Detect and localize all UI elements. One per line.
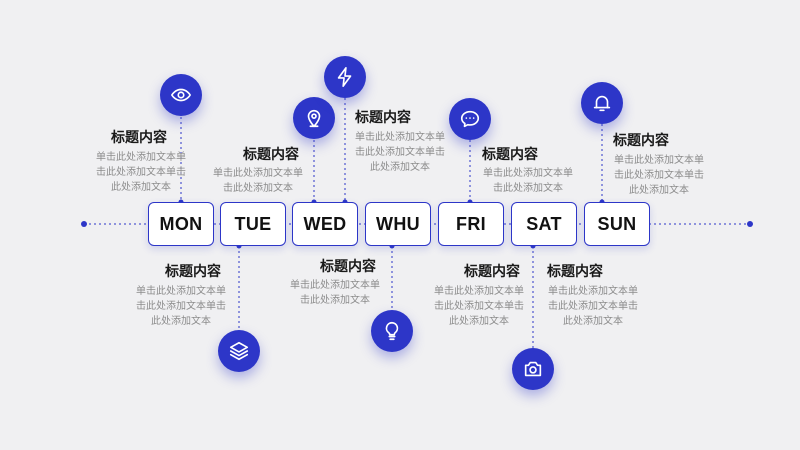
layers-icon [229, 341, 249, 361]
item-desc-tue: 单击此处添加文本单击此处添加文本单击此处添加文本 [136, 286, 226, 327]
eye-icon [171, 88, 191, 102]
item-title-sat: 标题内容 [547, 264, 603, 280]
item-desc-fri: 单击此处添加文本单击此处添加文本 [483, 168, 573, 194]
item-title-whu: 标题内容 [320, 259, 376, 275]
item-title-sun: 标题内容 [613, 133, 669, 149]
eye-icon-circle [160, 74, 202, 116]
day-box-sun: SUN [584, 202, 650, 246]
bell-icon [593, 95, 611, 112]
item-title-wed-bolt: 标题内容 [355, 110, 411, 126]
item-title-fri: 标题内容 [482, 147, 538, 163]
day-box-sat: SAT [511, 202, 577, 246]
item-desc-whu: 单击此处添加文本单击此处添加文本 [290, 280, 380, 306]
item-desc-wed-bolt: 单击此处添加文本单击此处添加文本单击此处添加文本 [355, 132, 445, 173]
item-desc-sat: 单击此处添加文本单击此处添加文本单击此处添加文本 [548, 286, 638, 327]
camera-icon [524, 361, 542, 377]
layers-icon-circle [218, 330, 260, 372]
item-title-wed-pin: 标题内容 [243, 147, 299, 163]
day-box-mon: MON [148, 202, 214, 246]
day-box-wed: WED [292, 202, 358, 246]
item-desc-sun: 单击此处添加文本单击此处添加文本单击此处添加文本 [614, 155, 704, 196]
item-title-tue: 标题内容 [165, 264, 221, 280]
chat-icon-circle [449, 98, 491, 140]
item-title-fri-lower: 标题内容 [464, 264, 520, 280]
item-desc-mon: 单击此处添加文本单击此处添加文本单击此处添加文本 [96, 152, 186, 193]
location-pin-icon [307, 109, 321, 128]
chat-icon [460, 110, 480, 128]
lightning-icon [337, 67, 352, 87]
day-box-tue: TUE [220, 202, 286, 246]
item-desc-fri-lower: 单击此处添加文本单击此处添加文本单击此处添加文本 [434, 286, 524, 327]
item-desc-wed-pin: 单击此处添加文本单击此处添加文本 [213, 168, 303, 194]
day-box-fri: FRI [438, 202, 504, 246]
day-box-whu: WHU [365, 202, 431, 246]
axis-end-dot-left [81, 221, 87, 227]
lightbulb-icon [385, 321, 399, 341]
location-pin-icon-circle [293, 97, 335, 139]
lightbulb-icon-circle [371, 310, 413, 352]
camera-icon-circle [512, 348, 554, 390]
bell-icon-circle [581, 82, 623, 124]
item-title-mon: 标题内容 [111, 130, 167, 146]
axis-end-dot-right [747, 221, 753, 227]
lightning-icon-circle [324, 56, 366, 98]
